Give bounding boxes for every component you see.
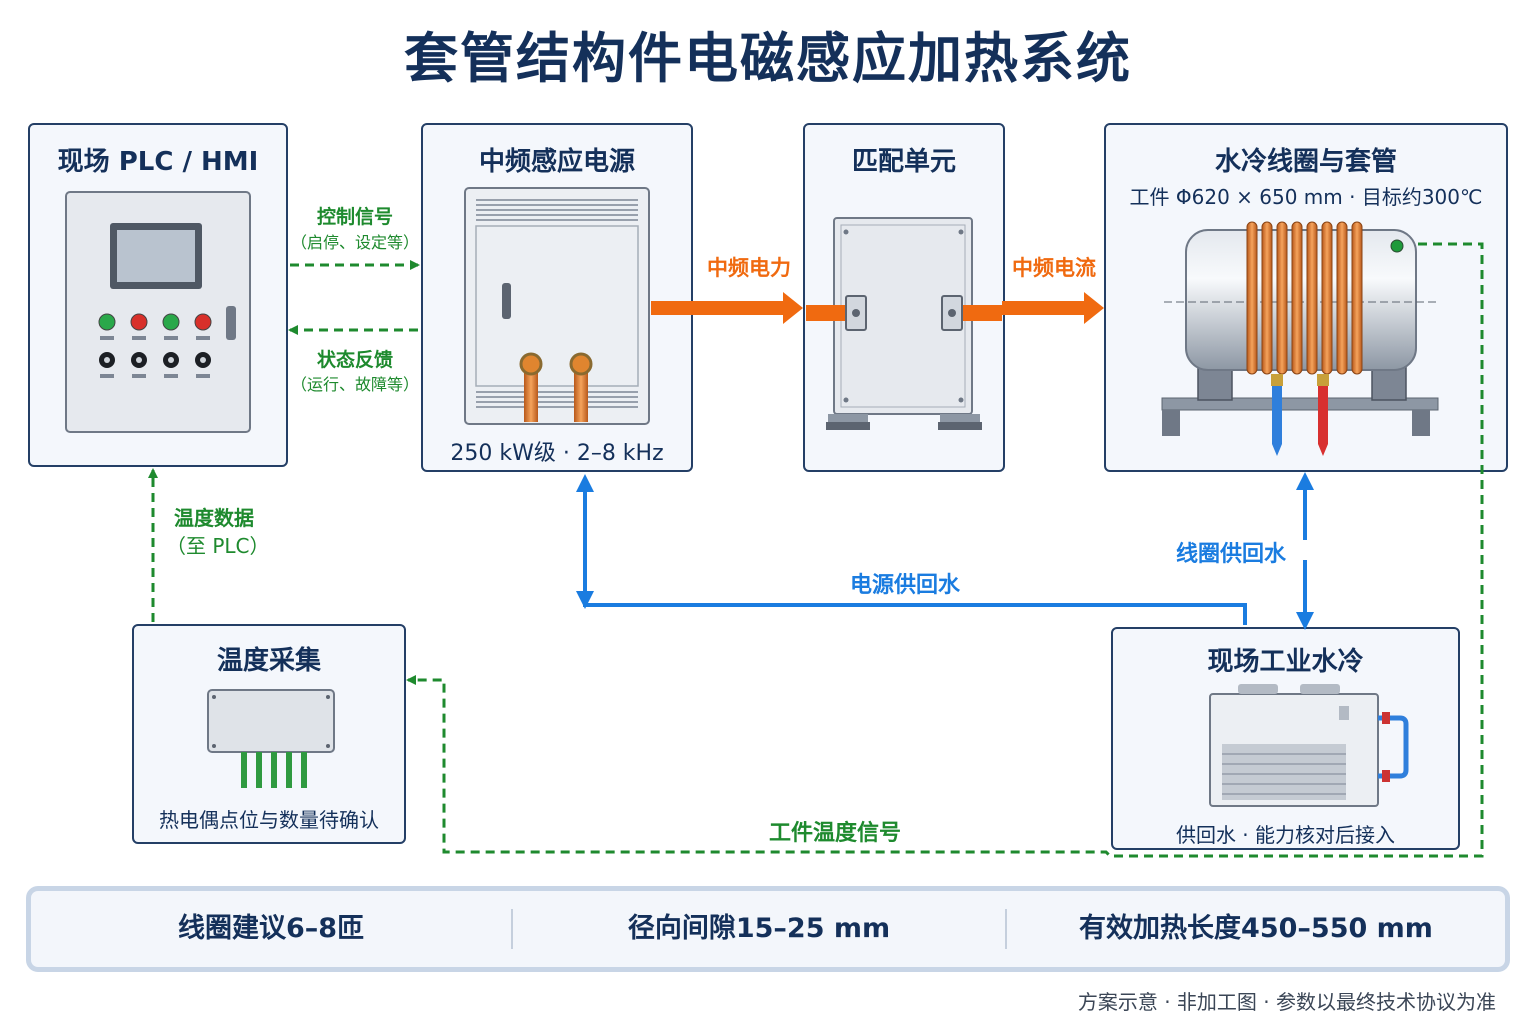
control-signal-label: 控制信号: [316, 206, 393, 228]
status-feedback-sublabel: （运行、故障等）: [290, 375, 419, 394]
workpiece-temperature-label: 工件温度信号: [768, 821, 901, 846]
temperature-module-icon: [207, 689, 335, 788]
status-feedback-label: 状态反馈: [316, 349, 393, 371]
mf-power-supply-spec: 250 kW级 · 2–8 kHz: [450, 441, 664, 466]
footer-note: 方案示意 · 非加工图 · 参数以最终技术协议为准: [1077, 990, 1496, 1014]
mf-power-arrow: [651, 292, 803, 324]
workpiece-spec: 工件 Φ620 × 650 mm · 目标约300℃: [1129, 185, 1483, 209]
control-signal-sublabel: （启停、设定等）: [290, 233, 419, 252]
spec-bar: 线圈建议6–8匝 径向间隙15–25 mm 有效加热长度450–550 mm: [26, 886, 1510, 972]
matching-unit-title: 匹配单元: [851, 147, 956, 177]
temperature-acquisition-title: 温度采集: [216, 646, 321, 676]
mf-current-label: 中频电流: [1012, 256, 1096, 280]
coil-sleeve-title: 水冷线圈与套管: [1214, 147, 1397, 177]
power-supply-water-line: [576, 474, 1247, 625]
mf-power-label: 中频电力: [707, 256, 791, 280]
page-title: 套管结构件电磁感应加热系统: [404, 27, 1132, 90]
spec-coil-turns: 线圈建议6–8匝: [177, 913, 365, 944]
spec-heating-length: 有效加热长度450–550 mm: [1079, 913, 1433, 944]
temperature-data-sublabel: （至 PLC）: [166, 534, 270, 558]
control-signal-lines: [148, 242, 1484, 858]
water-lines: [576, 472, 1314, 630]
thermocouple-note: 热电偶点位与数量待确认: [159, 808, 379, 832]
temperature-data-label: 温度数据: [174, 506, 254, 530]
chiller-unit-icon: [1209, 684, 1409, 807]
industrial-chiller-title: 现场工业水冷: [1207, 647, 1364, 677]
plc-cabinet-icon: [65, 191, 251, 433]
plc-hmi-title: 现场 PLC / HMI: [57, 147, 259, 177]
coil-water-label: 线圈供回水: [1175, 542, 1286, 567]
workpiece-temperature-line: [406, 242, 1484, 858]
power-flow-arrows: [651, 292, 1104, 324]
power-water-label: 电源供回水: [849, 573, 960, 598]
mf-power-supply-title: 中频感应电源: [478, 147, 635, 177]
coil-sleeve-icon: [1161, 221, 1439, 456]
matching-unit-icon: [806, 217, 1002, 430]
spec-divider: [511, 909, 513, 949]
chiller-note: 供回水 · 能力核对后接入: [1175, 823, 1396, 847]
spec-radial-gap: 径向间隙15–25 mm: [627, 913, 891, 944]
power-supply-cabinet-icon: [464, 187, 650, 425]
spec-divider: [1005, 909, 1007, 949]
mf-current-arrow: [1002, 292, 1104, 324]
